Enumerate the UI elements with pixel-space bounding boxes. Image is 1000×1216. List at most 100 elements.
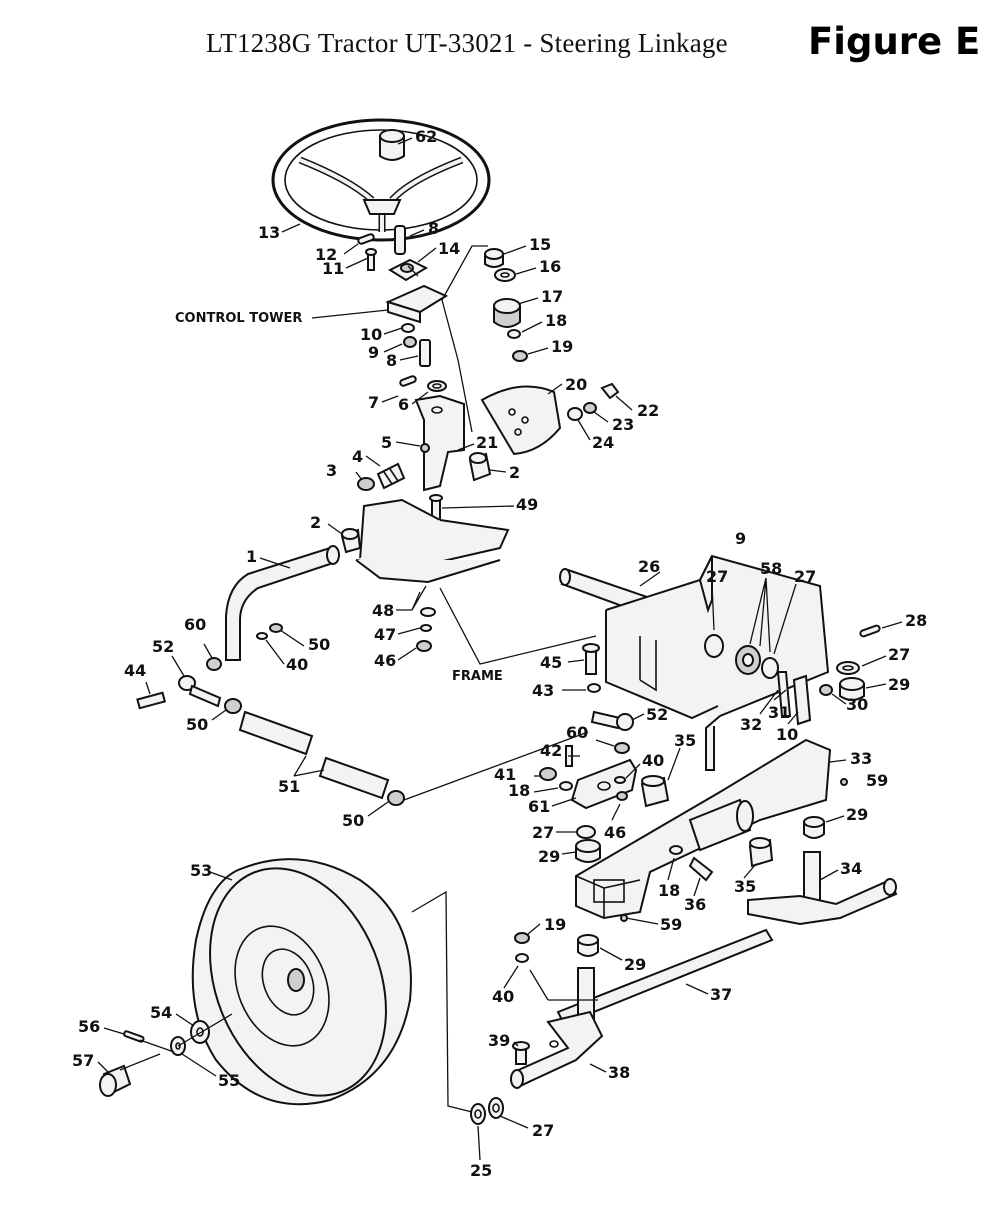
frame-label: FRAME [452, 669, 503, 684]
axle-support-frame [605, 554, 830, 771]
callout-34: 34 [840, 859, 862, 878]
washer-24 [567, 407, 583, 421]
callout-18-top: 18 [545, 311, 567, 330]
callout-35-upper: 35 [674, 731, 696, 750]
callout-49: 49 [516, 495, 538, 514]
nut-50c [387, 790, 405, 806]
callout-20: 20 [565, 375, 587, 394]
callout-4: 4 [352, 447, 363, 466]
callout-23: 23 [612, 415, 634, 434]
spacer-27d [576, 825, 596, 839]
washer-18a [507, 329, 521, 339]
bushing-29d [577, 934, 599, 957]
callout-27-a: 27 [706, 567, 728, 586]
bolt-36 [688, 856, 714, 882]
callout-11: 11 [322, 259, 344, 278]
pinion-gear-17 [493, 298, 521, 328]
callout-51: 51 [278, 777, 300, 796]
callout-57: 57 [72, 1051, 94, 1070]
nut-46b [616, 791, 628, 801]
bushing-35a [640, 775, 670, 808]
sector-gear-20 [480, 385, 562, 456]
callout-54: 54 [150, 1003, 172, 1022]
steering-lever-61 [570, 758, 638, 810]
bushing-2b [340, 528, 362, 554]
callout-40-mid: 40 [642, 751, 664, 770]
steering-wheel [271, 118, 491, 242]
callout-8-lower: 8 [386, 351, 397, 370]
spindle-38 [510, 967, 604, 1089]
callout-33: 33 [850, 749, 872, 768]
callout-9-upper: 9 [368, 343, 379, 362]
callout-59-lower: 59 [660, 915, 682, 934]
figure-label: Figure E [808, 20, 981, 63]
callout-31: 31 [768, 703, 790, 722]
callout-60-left: 60 [184, 615, 206, 634]
drag-link-tube-51a [238, 710, 314, 756]
drag-link-tube-51b [318, 756, 390, 800]
callout-10-upper: 10 [360, 325, 382, 344]
washer-47 [420, 624, 432, 632]
roll-pin-7 [399, 375, 417, 387]
callout-numbers: 62 13 8 12 14 11 15 16 17 18 19 CONTROL … [72, 127, 927, 1180]
callout-50-top: 50 [308, 635, 330, 654]
cap-15 [484, 248, 504, 268]
callout-52-right: 52 [646, 705, 668, 724]
bushing-29c [803, 816, 825, 839]
washer-16 [494, 268, 516, 282]
pin-28 [859, 624, 881, 638]
callout-27-e: 27 [532, 1121, 554, 1140]
callout-35-lower: 35 [734, 877, 756, 896]
bolt-22 [600, 382, 620, 400]
front-wheel-53 [191, 858, 412, 1106]
steering-arm-1 [225, 545, 340, 661]
washer-40b [614, 776, 626, 784]
callout-10-right: 10 [776, 725, 798, 744]
callout-59-upper: 59 [866, 771, 888, 790]
callout-18-low: 18 [658, 881, 680, 900]
callout-7: 7 [368, 393, 379, 412]
callout-46-lower: 46 [604, 823, 626, 842]
callout-22: 22 [637, 401, 659, 420]
washer-40c [515, 953, 529, 963]
bolt-39 [512, 1041, 530, 1065]
washer-54 [190, 1020, 210, 1044]
bolt-11 [365, 248, 377, 271]
callout-41: 41 [494, 765, 516, 784]
callout-15: 15 [529, 235, 551, 254]
ball-joint-52b [590, 710, 634, 731]
callout-36: 36 [684, 895, 706, 914]
callout-21: 21 [476, 433, 498, 452]
callout-27-b: 27 [794, 567, 816, 586]
washer-6 [427, 380, 447, 392]
front-axle-33 [575, 738, 832, 920]
bearing-58 [735, 645, 761, 675]
callout-29-a: 29 [888, 675, 910, 694]
callout-14: 14 [438, 239, 460, 258]
callout-1: 1 [246, 547, 257, 566]
callout-29-d: 29 [624, 955, 646, 974]
callout-52-left: 52 [152, 637, 174, 656]
callout-62: 62 [415, 127, 437, 146]
control-tower-base-bracket [355, 498, 510, 584]
callout-26: 26 [638, 557, 660, 576]
washer-18c [669, 845, 683, 855]
callout-42: 42 [540, 741, 562, 760]
nut-41 [539, 767, 557, 781]
fitting-59a [840, 778, 848, 786]
callout-28: 28 [905, 611, 927, 630]
callout-27-d: 27 [532, 823, 554, 842]
ball-joint-52a [178, 675, 222, 708]
callout-29-c: 29 [846, 805, 868, 824]
nut-19a [512, 350, 528, 362]
callout-24: 24 [592, 433, 614, 452]
washer-27c [836, 661, 860, 675]
callout-19-low: 19 [544, 915, 566, 934]
callout-58: 58 [760, 559, 782, 578]
callout-45: 45 [540, 653, 562, 672]
callout-8-upper: 8 [428, 219, 439, 238]
callout-19-top: 19 [551, 337, 573, 356]
callout-56: 56 [78, 1017, 100, 1036]
washer-27e [488, 1097, 504, 1119]
callout-29-b: 29 [538, 847, 560, 866]
